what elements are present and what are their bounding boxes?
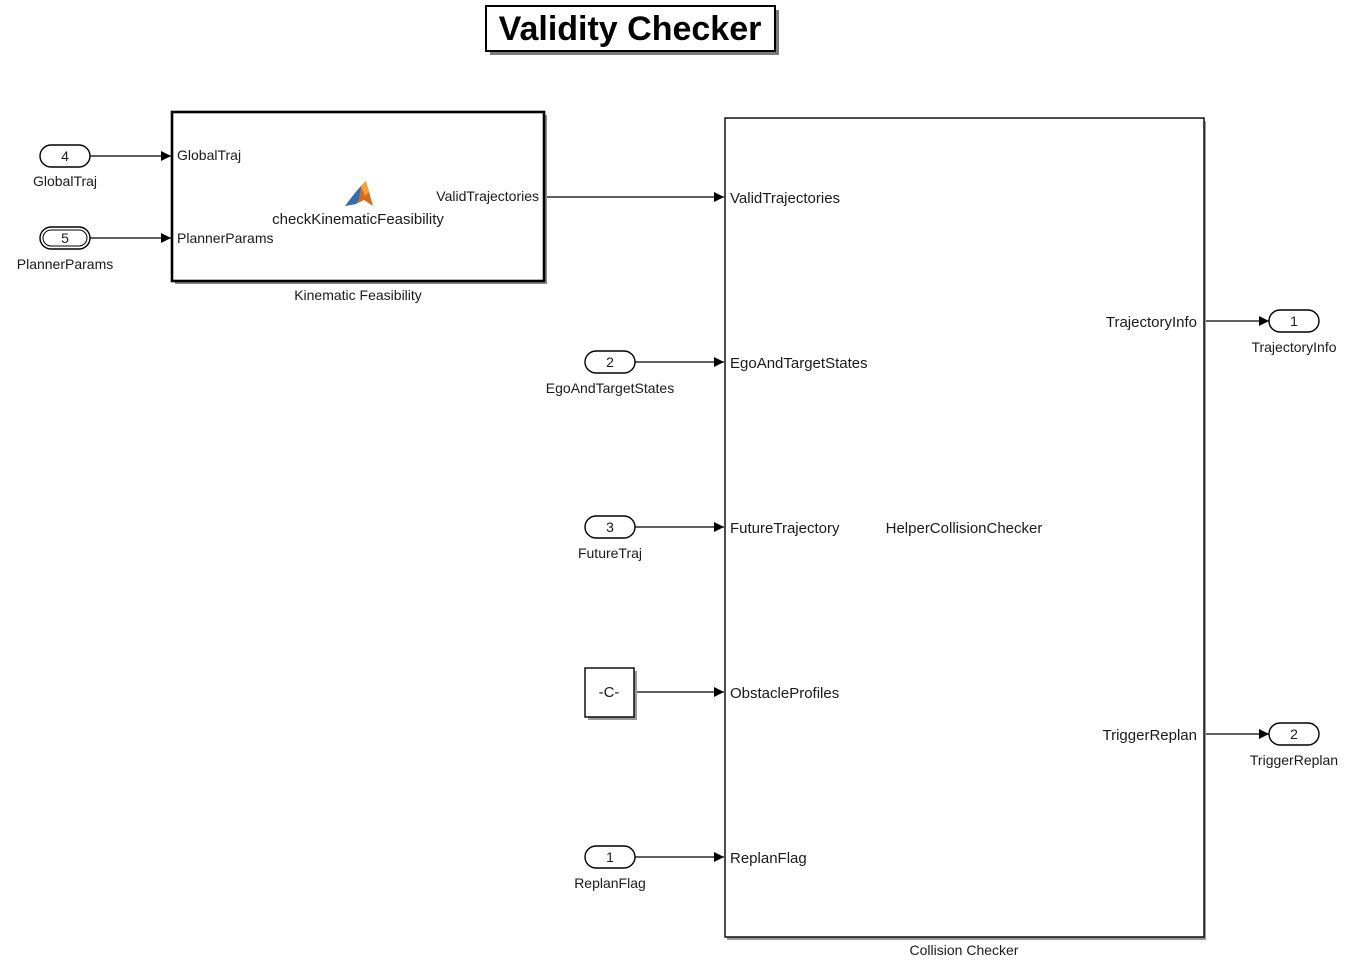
inport-label: GlobalTraj [33,173,97,189]
port-label-futuretrajectory: FutureTrajectory [730,520,840,537]
signal-lines [90,151,1269,862]
matlab-function-icon [345,181,373,206]
port-label-triggerreplan: TriggerReplan [1103,727,1198,744]
port-label-validtrajectories-out: ValidTrajectories [436,188,539,204]
block-name-kinematic-feasibility: Kinematic Feasibility [294,287,422,303]
port-label-obstacleprofiles: ObstacleProfiles [730,685,839,702]
outport-number: 2 [1290,726,1298,742]
constant-value: -C- [599,684,620,701]
inport-label: FutureTraj [578,545,642,561]
port-label-globaltraj: GlobalTraj [177,147,241,163]
function-name-collision: HelperCollisionChecker [886,520,1043,537]
port-label-trajectoryinfo: TrajectoryInfo [1106,314,1197,331]
diagram-title: Validity Checker [499,10,762,48]
inport-label: ReplanFlag [574,875,646,891]
inport-number: 4 [61,148,69,164]
title-annotation[interactable]: Validity Checker [485,5,779,55]
outport-triggerreplan[interactable]: 2 [1268,722,1320,746]
port-label-replanflag: ReplanFlag [730,850,807,867]
inport-egoandtargetstates[interactable]: 2 [584,350,636,374]
outport-number: 1 [1290,313,1298,329]
outport-label: TrajectoryInfo [1251,339,1336,355]
block-name-collision-checker: Collision Checker [910,942,1019,958]
inport-label: EgoAndTargetStates [546,380,674,396]
port-label-plannerparams: PlannerParams [177,230,274,246]
outport-trajectoryinfo[interactable]: 1 [1268,309,1320,333]
inport-globaltraj[interactable]: 4 [39,144,91,168]
port-label-egoandtargetstates: EgoAndTargetStates [730,355,868,372]
function-name-kinematic: checkKinematicFeasibility [272,211,444,228]
constant-block[interactable]: -C- [584,667,637,720]
outport-label: TriggerReplan [1250,752,1338,768]
inport-replanflag[interactable]: 1 [584,845,636,869]
collision-checker-block[interactable]: ValidTrajectories EgoAndTargetStates Fut… [724,117,1206,940]
inport-number: 3 [606,519,614,535]
inport-number: 2 [606,354,614,370]
inport-number: 5 [61,230,69,246]
kinematic-feasibility-block[interactable]: GlobalTraj PlannerParams ValidTrajectori… [170,110,547,284]
inport-futuretraj[interactable]: 3 [584,515,636,539]
inport-number: 1 [606,849,614,865]
inport-plannerparams[interactable]: 5 [39,226,91,250]
port-label-validtrajectories: ValidTrajectories [730,190,840,207]
inport-label: PlannerParams [17,256,114,272]
